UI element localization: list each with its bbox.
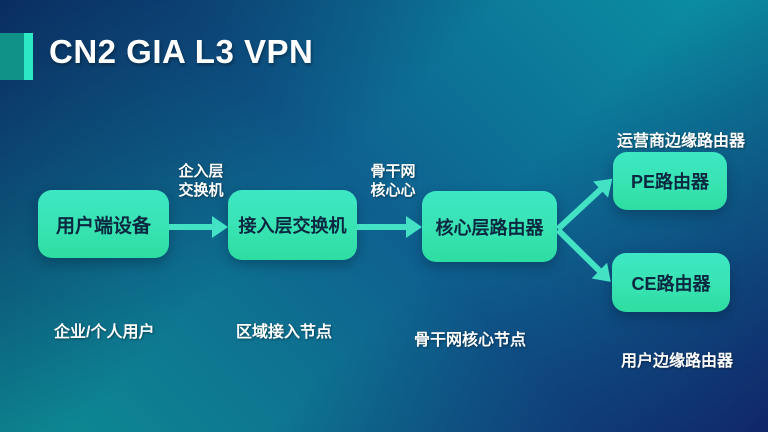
edge-label-line: 交换机 [178,182,224,199]
edge-label-line: 骨干网 [370,163,416,180]
arrow-head [212,216,228,238]
arrow-shaft [169,224,214,230]
edge-label-line: 核心心 [370,182,416,199]
node-label: 接入层交换机 [238,216,347,236]
title-accent-square [0,33,33,80]
node-access-layer-switch: 接入层交换机 [228,190,357,260]
edge-label-core-link: 骨干网 核心心 [365,162,421,200]
arrow-shaft [357,224,408,230]
caption-enterprise-personal-users: 企业/个人用户 [54,324,155,341]
arrow-head [406,216,422,238]
caption-regional-access-node: 区域接入节点 [236,324,333,341]
caption-backbone-core-node: 骨干网核心节点 [414,332,527,349]
edge-label-line: 企入层 [178,163,224,180]
arrow-cpe-to-access-icon [169,216,228,238]
node-label: 用户端设备 [55,215,151,237]
page-title: CN2 GIA L3 VPN [49,33,314,70]
arrow-core-to-ce-icon [550,222,619,290]
caption-customer-edge-router: 用户边缘路由器 [621,353,734,370]
node-pe-router: PE路由器 [613,152,727,210]
arrow-access-to-core-icon [357,216,422,238]
node-label: PE路由器 [630,172,709,192]
node-customer-premises-device: 用户端设备 [38,190,169,258]
node-label: 核心层路由器 [435,217,544,238]
node-label: CE路由器 [631,273,711,294]
arrow-shaft [555,227,603,275]
title-accent-strip [24,33,33,80]
node-ce-router: CE路由器 [612,253,730,312]
caption-provider-edge-router: 运营商边缘路由器 [617,133,746,150]
node-core-layer-router: 核心层路由器 [422,191,557,262]
edge-label-access-link: 企入层 交换机 [172,162,230,200]
